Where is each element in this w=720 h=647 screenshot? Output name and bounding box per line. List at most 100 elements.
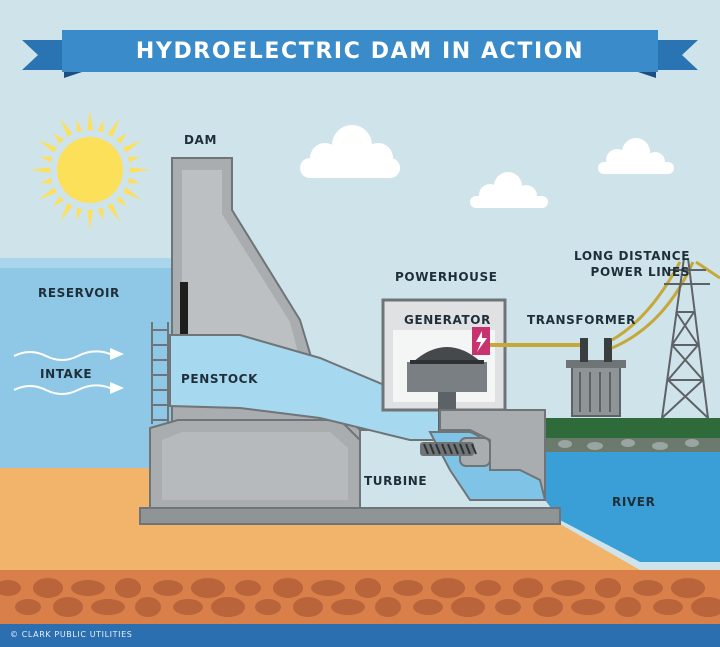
soil-rock [135,597,161,617]
soil-rock [633,580,663,596]
sun-ray [107,118,120,137]
sun-ray [39,177,53,184]
cloud-icon [300,125,400,178]
sun-ray [53,133,64,144]
soil-rock [33,578,63,598]
label-power-lines: LONG DISTANCE POWER LINES [574,248,690,280]
soil-rock [551,580,585,596]
river-water [545,445,720,562]
soil-rock [235,580,261,596]
soil-rock [311,580,345,596]
runner-blade [459,443,465,455]
sun-ray [116,133,127,144]
turbine-runner [420,442,477,456]
sun-ray [76,119,83,133]
sun-ray [53,196,64,207]
soil-rock [653,599,683,615]
soil-rock [451,597,485,617]
sun-ray [123,140,142,153]
sun-ray [127,156,141,163]
soil-rock [355,578,381,598]
soil-rock [671,578,705,598]
soil-rock [91,599,125,615]
soil-rock [615,597,641,617]
runner-blade [471,443,477,455]
soil-rock [115,578,141,598]
soil-rock [495,599,521,615]
runner-blade [441,443,447,455]
soil-rock [533,597,563,617]
intake-arrow-icon [13,348,124,395]
soil-rock [153,580,183,596]
soil-rock [375,597,401,617]
sun-ray [60,203,73,222]
sun-ray [97,119,104,133]
power-lines [611,260,720,350]
soil-rock [431,578,465,598]
sun-icon [30,110,150,230]
soil-rock [513,578,543,598]
sun-ray [60,118,73,137]
soil-rock [53,597,83,617]
soil-rock [475,580,501,596]
soil-rock [0,580,21,596]
intake-gate [180,282,188,358]
label-power-lines-line2: POWER LINES [590,265,690,279]
sun-ray [107,203,120,222]
soil-rocks [0,578,720,617]
label-powerhouse: POWERHOUSE [395,270,498,284]
footer-bar [0,624,720,647]
sun-ray [38,140,57,153]
soil-rock [571,599,605,615]
runner-blade [423,443,429,455]
runner-blade [447,443,453,455]
runner-blade [429,443,435,455]
cloud-icon [470,172,548,208]
runner-blade [453,443,459,455]
label-dam: DAM [184,133,217,147]
sun-ray [30,167,51,173]
generator-unit [407,347,487,432]
cloud-icon [598,138,674,174]
soil-rock [293,597,323,617]
label-transformer: TRANSFORMER [527,313,637,327]
sun-ray [123,187,142,200]
sun-ray [129,167,150,173]
sun-ray [87,110,93,131]
soil-rock [191,578,225,598]
label-generator: GENERATOR [404,313,491,327]
title-banner [22,30,698,78]
label-power-lines-line1: LONG DISTANCE [574,249,690,263]
sun-ray [76,207,83,221]
sun-ray [116,196,127,207]
soil-rock [393,580,423,596]
sun-ray [97,207,104,221]
soil-rock [691,597,720,617]
diagram-title: HYDROELECTRIC DAM IN ACTION [135,38,585,64]
runner-blade [435,443,441,455]
soil-rock [173,599,203,615]
soil-rock [15,599,41,615]
label-reservoir: RESERVOIR [38,286,120,300]
soil-rock [413,599,443,615]
runner-blade [465,443,471,455]
soil-rock [595,578,621,598]
label-intake: INTAKE [40,367,93,381]
label-penstock: PENSTOCK [181,372,258,386]
trash-rack [151,322,169,424]
transmission-tower [661,257,710,419]
label-turbine: TURBINE [364,474,428,488]
sun-ray [127,177,141,184]
credit-text: © CLARK PUBLIC UTILITIES [10,630,133,639]
sun-ray [39,156,53,163]
soil-rock [255,599,281,615]
soil-rock [331,599,365,615]
soil-layer [0,570,720,624]
sun-ray [87,209,93,230]
label-river: RIVER [612,495,656,509]
sun-ray [38,187,57,200]
soil-rock [71,580,105,596]
soil-rock [211,597,245,617]
